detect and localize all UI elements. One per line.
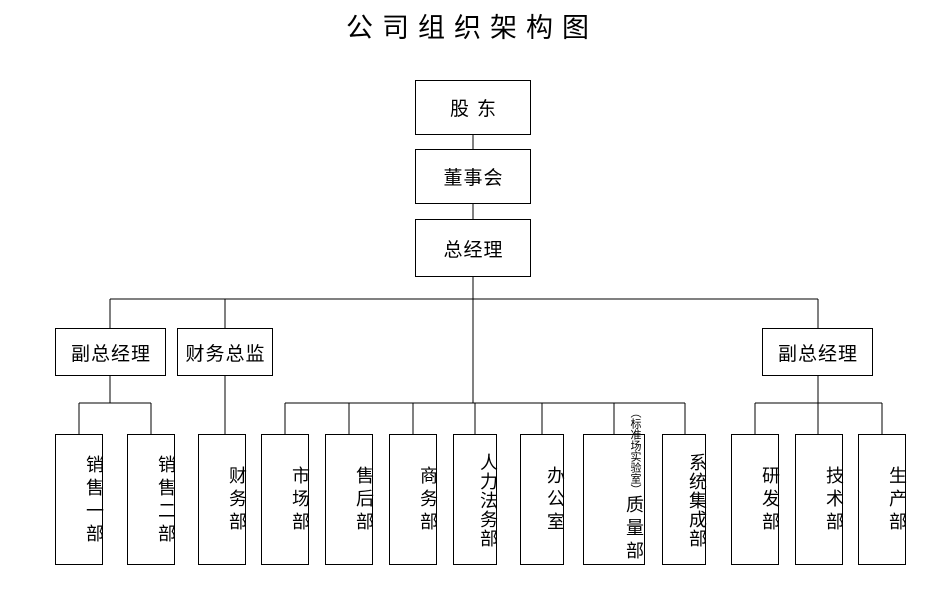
node-system-integration[interactable]: 系统集成部	[662, 434, 707, 565]
node-label-hr-legal: 人力法务部	[477, 453, 498, 548]
node-label-marketing: 市场部	[289, 466, 310, 535]
node-sales-2[interactable]: 销售二部	[127, 434, 176, 565]
node-label-rnd: 研发部	[759, 466, 780, 535]
node-label-general-manager: 总经理	[443, 238, 504, 261]
page-title: 公司组织架构图	[346, 13, 598, 44]
node-production[interactable]: 生产部	[858, 434, 907, 565]
node-technology[interactable]: 技术部	[795, 434, 844, 565]
node-business[interactable]: 商务部	[389, 434, 438, 565]
node-label-finance: 财务部	[226, 466, 247, 535]
node-finance[interactable]: 财务部	[198, 434, 247, 565]
node-general-manager[interactable]: 总经理	[415, 219, 531, 277]
node-label-cfo: 财务总监	[185, 342, 266, 365]
node-board[interactable]: 董事会	[415, 149, 531, 204]
node-hr-legal[interactable]: 人力法务部	[453, 434, 498, 565]
node-office[interactable]: 办公室	[520, 434, 565, 565]
node-after-sales[interactable]: 售后部	[325, 434, 374, 565]
node-label-deputy-gm-left: 副总经理	[70, 342, 151, 365]
node-label-system-integration: 系统集成部	[686, 453, 707, 548]
node-label-after-sales: 售后部	[353, 466, 374, 535]
node-note-quality: （标准场实验室）	[629, 407, 642, 495]
node-label-production: 生产部	[886, 466, 907, 535]
node-rnd[interactable]: 研发部	[731, 434, 780, 565]
node-marketing[interactable]: 市场部	[261, 434, 310, 565]
node-label-office: 办公室	[544, 466, 565, 535]
node-label-sales-2: 销售二部	[155, 454, 176, 547]
node-shareholders[interactable]: 股 东	[415, 80, 531, 135]
node-label-deputy-gm-right: 副总经理	[777, 342, 858, 365]
node-sales-1[interactable]: 销售一部	[55, 434, 104, 565]
node-cfo[interactable]: 财务总监	[177, 328, 273, 376]
node-label-technology: 技术部	[823, 466, 844, 535]
node-deputy-gm-left[interactable]: 副总经理	[55, 328, 166, 376]
node-label-quality: 质量部	[623, 495, 644, 564]
node-label-sales-1: 销售一部	[83, 454, 104, 547]
node-label-business: 商务部	[417, 466, 438, 535]
node-deputy-gm-right[interactable]: 副总经理	[762, 328, 873, 376]
node-quality[interactable]: 质量部（标准场实验室）	[583, 407, 645, 565]
node-label-shareholders: 股 东	[449, 98, 498, 120]
node-label-board: 董事会	[443, 167, 504, 189]
